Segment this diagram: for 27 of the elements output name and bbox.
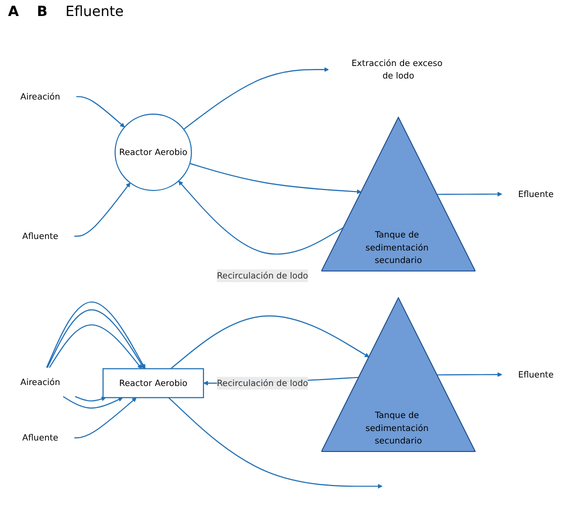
node-text: Aireación [20, 376, 60, 387]
node-text: Aireación [20, 91, 60, 102]
note-text: Efluente [66, 4, 124, 20]
arrow [48, 324, 142, 369]
edge-label: Recirculación de lodo [216, 378, 308, 388]
node-text: Efluente [518, 369, 554, 380]
arrow [437, 372, 502, 377]
arrow [170, 315, 370, 370]
arrow [437, 192, 502, 196]
arrow [183, 67, 329, 130]
arrow [74, 396, 106, 402]
arrow [62, 396, 123, 409]
node-circle: Reactor Aerobio [114, 114, 192, 192]
node-text: Afluente [22, 432, 58, 443]
node-text: Efluente [518, 188, 554, 199]
node-box: Reactor Aerobio [102, 368, 204, 398]
arrow [74, 182, 130, 237]
arrow [74, 397, 137, 438]
panel-letter: B [36, 4, 48, 20]
node-text: Afluente [22, 230, 58, 241]
arrow [178, 180, 344, 255]
arrow [76, 96, 125, 128]
arrow [190, 162, 362, 194]
panel-letter: A [8, 4, 19, 20]
node-text: Extracción de exceso de lodo [352, 58, 442, 81]
edge-label: Recirculación de lodo [216, 270, 308, 281]
arrow [168, 397, 383, 489]
